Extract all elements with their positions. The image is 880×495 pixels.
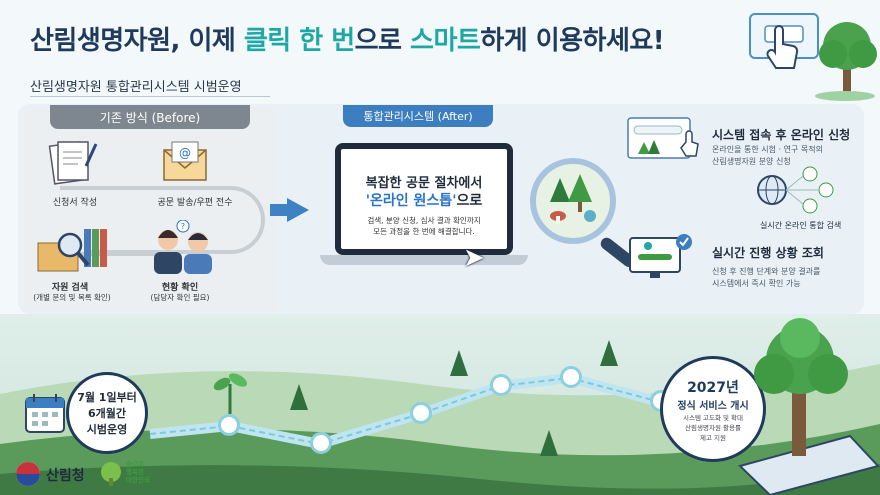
timeline-node — [560, 366, 582, 388]
before-item-1: 신청서 작성 — [52, 198, 98, 208]
headline: 산림생명자원, 이제 클릭 한 번으로 스마트하게 이용하세요! — [30, 20, 665, 57]
after-line1: 복잡한 공문 절차에서 — [365, 176, 483, 191]
feature3-desc1: 신청 후 진행 단계와 분양 결과를 — [712, 267, 821, 276]
feature3-title: 실시간 진행 상황 조회 — [712, 246, 824, 260]
timeline-node — [490, 374, 512, 396]
agency-logo-text: 산림청 — [46, 468, 85, 484]
after-line2-highlight: '온라인 원스톱' — [365, 193, 457, 209]
laptop-base — [320, 255, 528, 265]
subtitle: 산림생명자원 통합관리시스템 시범운영 — [30, 80, 242, 95]
sprout-icon — [213, 373, 248, 414]
headline-part1: 산림생명자원, 이제 — [30, 26, 244, 56]
pine-tree — [600, 340, 618, 366]
start-line3: 시범운영 — [86, 423, 128, 436]
government-emblem-icon — [16, 462, 40, 486]
timeline-node — [218, 414, 240, 436]
feature1-desc2: 산림생명자원 분양 신청 — [712, 157, 791, 166]
calendar-icon — [25, 394, 65, 433]
start-badge: 7월 1일부터 6개월간 시범운영 — [66, 372, 148, 454]
laptop-screen — [335, 143, 513, 255]
slogan-line3: 대한민국 — [126, 476, 150, 484]
before-item-2: 공문 발송/우편 전수 — [157, 198, 233, 208]
svg-text:?: ? — [181, 222, 185, 231]
feature1-desc1: 온라인을 통한 시험 · 연구 목적의 — [712, 145, 823, 154]
staff-phone-icon: ? — [154, 220, 212, 274]
process-connector-bottom — [60, 252, 170, 256]
headline-part2: 클릭 한 번 — [243, 26, 355, 56]
slogan-line1: 숲으로 — [126, 460, 144, 468]
headline-part4: 스마트 — [410, 26, 481, 56]
arrow-shaft — [270, 204, 290, 216]
before-item-3: 자원 검색 — [51, 283, 89, 293]
forest-slogan-logo-icon — [101, 462, 121, 486]
before-title: 기존 방식 (Before) — [50, 105, 250, 129]
document-icon — [48, 141, 98, 185]
arrow-right-icon — [287, 198, 309, 222]
before-item-4: 현황 확인 — [161, 283, 199, 293]
hand-click-icon — [749, 13, 877, 101]
svg-text:@: @ — [179, 146, 191, 160]
email-envelope-icon: @ — [163, 141, 207, 181]
feature2-caption: 실시간 온라인 통합 검색 — [760, 221, 842, 230]
pine-tree — [290, 384, 308, 410]
after-line2-rest: 으로 — [456, 193, 483, 209]
after-title: 통합관리시스템 (After) — [343, 105, 493, 127]
feature1-title: 시스템 접속 후 온라인 신청 — [712, 128, 851, 142]
magnifier-icon — [530, 158, 616, 244]
divider — [30, 96, 270, 97]
start-line2: 6개월간 — [87, 407, 126, 420]
after-line3: 검색, 분양 신청, 심사 결과 확인까지 — [367, 216, 481, 225]
file-search-icon — [37, 229, 107, 272]
process-connector-top — [60, 186, 130, 190]
cursor-icon: ➤ — [463, 243, 485, 273]
end-year: 2027년 — [687, 379, 739, 396]
timeline-node — [310, 432, 332, 454]
network-globe-icon — [757, 166, 834, 214]
process-connector — [90, 186, 265, 254]
pine-tree — [450, 350, 468, 376]
end-badge: 2027년 정식 서비스 개시 시스템 고도화 및 확대 산림생명자원 활용률 … — [660, 356, 766, 462]
monitor-check-icon — [629, 234, 692, 278]
slogan-line2: 행복한 — [126, 468, 144, 476]
timeline-node — [410, 402, 432, 424]
headline-part5: 하게 이용하세요! — [480, 26, 665, 56]
forest-species-icon — [550, 174, 596, 224]
end-desc3: 제고 지원 — [700, 433, 726, 442]
headline-part3: 으로 — [354, 26, 411, 56]
after-line4: 모든 과정을 한 번에 해결합니다. — [373, 227, 475, 236]
feature3-desc2: 시스템에서 즉시 확인 가능 — [712, 279, 801, 288]
slogan-logo: 숲으로 행복한 대한민국 — [126, 460, 150, 484]
tree-on-tablet-icon — [738, 318, 880, 495]
browser-search-icon — [627, 117, 699, 159]
after-line2: '온라인 원스톱'으로 — [341, 190, 507, 210]
before-item-4-sub: (담당자 확인 필요) — [150, 293, 210, 302]
end-desc2: 산림생명자원 활용률 — [685, 423, 741, 432]
start-line1: 7월 1일부터 — [77, 391, 137, 404]
before-item-3-sub: (개별 문의 및 목록 확인) — [33, 293, 111, 302]
pine-tree — [540, 430, 558, 456]
end-title: 정식 서비스 개시 — [677, 400, 749, 412]
end-desc1: 시스템 고도화 및 확대 — [682, 413, 744, 422]
